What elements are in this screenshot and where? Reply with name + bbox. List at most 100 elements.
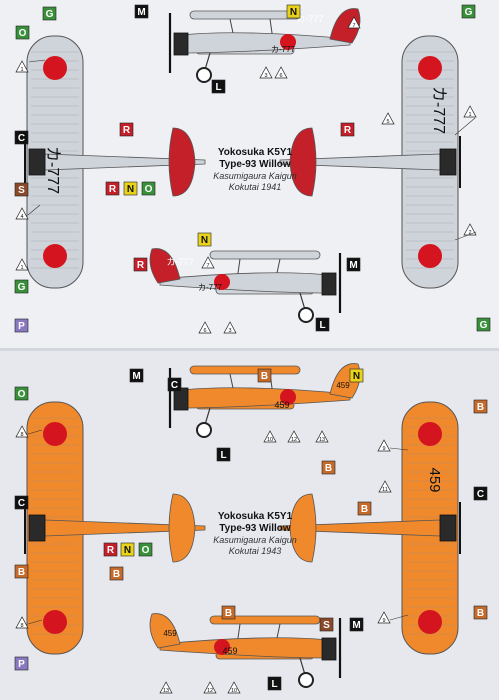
badge-letter: G bbox=[465, 7, 473, 18]
callout-triangle: 1 bbox=[15, 258, 29, 271]
callout-number: 12 bbox=[291, 437, 297, 443]
callout-number: 7 bbox=[206, 263, 209, 269]
fuselage-code: カ-777 bbox=[198, 283, 223, 292]
callout-shape bbox=[203, 681, 217, 694]
aircraft-subtitle: Type-93 Willow bbox=[219, 523, 291, 534]
badge-box bbox=[349, 617, 364, 632]
badge-letter: P bbox=[18, 659, 25, 670]
hinomaru-upper bbox=[418, 422, 442, 446]
hinomaru-fuselage bbox=[214, 274, 230, 290]
hinomaru-upper bbox=[43, 422, 67, 446]
title-block-1941: Yokosuka K5Y1 Type-93 Willow Kasumigaura… bbox=[175, 147, 335, 193]
badge-box bbox=[42, 6, 57, 21]
letter-b-badge: B bbox=[14, 564, 29, 579]
callout-number: 12 bbox=[207, 688, 213, 694]
badge-letter: O bbox=[145, 184, 153, 195]
badge-box bbox=[141, 181, 156, 196]
engine-cowling bbox=[173, 32, 189, 56]
title-block-1943: Yokosuka K5Y1 Type-93 Willow Kasumigaura… bbox=[175, 511, 335, 557]
badge-box bbox=[340, 122, 355, 137]
badge-letter: O bbox=[142, 545, 150, 556]
letter-c-badge: C bbox=[14, 130, 29, 145]
unit-name: Kasumigaura Kaigun bbox=[213, 171, 297, 181]
letter-r-badge: R bbox=[105, 181, 120, 196]
letter-n-badge: N bbox=[123, 181, 138, 196]
badge-letter: S bbox=[18, 185, 25, 196]
callout-triangle: 4 bbox=[15, 207, 29, 220]
wheel bbox=[196, 67, 212, 83]
badge-letter: O bbox=[19, 28, 27, 39]
callout-number: 13 bbox=[319, 437, 325, 443]
hinomaru-lower bbox=[418, 610, 442, 634]
callout-shape bbox=[347, 16, 361, 29]
letter-b-badge: B bbox=[257, 368, 272, 383]
badge-box bbox=[257, 368, 272, 383]
letter-p-badge: P bbox=[14, 318, 29, 333]
badge-box bbox=[321, 460, 336, 475]
callout-shape bbox=[223, 321, 237, 334]
leader-line bbox=[28, 59, 46, 63]
wheel bbox=[298, 307, 314, 323]
badge-letter: R bbox=[344, 125, 352, 136]
callout-number: 5 bbox=[386, 119, 389, 125]
badge-letter: M bbox=[137, 7, 145, 18]
badge-letter: L bbox=[271, 679, 277, 690]
callout-triangle: 12 bbox=[203, 681, 217, 694]
letter-l-badge: L bbox=[211, 79, 226, 94]
badge-box bbox=[109, 566, 124, 581]
fuselage bbox=[159, 637, 329, 659]
badge-box bbox=[14, 564, 29, 579]
badge-box bbox=[134, 4, 149, 19]
callout-triangle: 13 bbox=[159, 681, 173, 694]
engine-cowling bbox=[321, 637, 337, 661]
tail-number: 459 bbox=[163, 629, 177, 638]
callout-number: 3 bbox=[264, 73, 267, 79]
badge-box bbox=[103, 542, 118, 557]
callout-number: 3 bbox=[228, 328, 231, 334]
engine-cowling bbox=[439, 514, 457, 542]
letter-b-badge: B bbox=[321, 460, 336, 475]
leader-line bbox=[27, 204, 41, 216]
callout-number: 1 bbox=[468, 112, 471, 118]
badge-box bbox=[14, 386, 29, 401]
badge-letter: B bbox=[477, 608, 484, 619]
letter-r-badge: R bbox=[119, 122, 134, 137]
callout-number: 1 bbox=[20, 67, 23, 73]
callout-shape bbox=[15, 616, 29, 629]
badge-letter: B bbox=[225, 608, 232, 619]
badge-letter: O bbox=[18, 389, 26, 400]
badge-letter: N bbox=[127, 184, 134, 195]
aircraft-title: Yokosuka K5Y1 bbox=[217, 147, 293, 158]
badge-box bbox=[473, 605, 488, 620]
callout-shape bbox=[381, 112, 395, 125]
tail-fin bbox=[149, 613, 181, 649]
badge-letter: C bbox=[171, 380, 178, 391]
letter-c-badge: C bbox=[473, 486, 488, 501]
callout-triangle: 6 bbox=[274, 66, 288, 79]
letter-l-badge: L bbox=[267, 676, 282, 691]
leader-line bbox=[27, 619, 43, 625]
engine-cowling bbox=[28, 148, 46, 176]
badge-box bbox=[349, 368, 364, 383]
aircraft-subtitle: Type-93 Willow bbox=[219, 159, 291, 170]
letter-n-badge: N bbox=[349, 368, 364, 383]
badge-box bbox=[286, 4, 301, 19]
badge-box bbox=[473, 399, 488, 414]
badge-letter: G bbox=[18, 282, 26, 293]
letter-g-badge: G bbox=[476, 317, 491, 332]
tailplane bbox=[289, 493, 317, 563]
badge-letter: N bbox=[124, 545, 131, 556]
callout-shape bbox=[463, 105, 477, 118]
callout-number: 2 bbox=[468, 230, 471, 236]
letter-g-badge: G bbox=[42, 6, 57, 21]
wheel bbox=[298, 672, 314, 688]
badge-letter: C bbox=[18, 133, 25, 144]
badge-box bbox=[14, 495, 29, 510]
badge-box bbox=[123, 181, 138, 196]
tail-fin bbox=[329, 8, 361, 44]
engine-cowling bbox=[439, 148, 457, 176]
letter-n-badge: N bbox=[197, 232, 212, 247]
callout-shape bbox=[159, 681, 173, 694]
engine-cowling bbox=[28, 514, 46, 542]
